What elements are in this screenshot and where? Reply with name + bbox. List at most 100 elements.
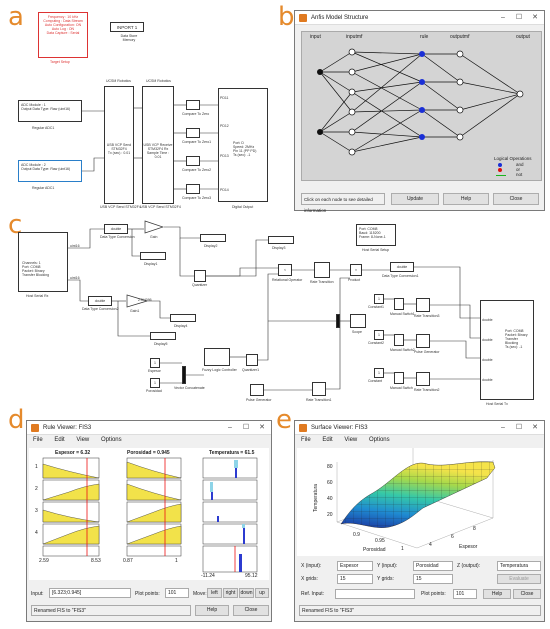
vector-concatenate-block[interactable] — [182, 366, 186, 384]
inport-block[interactable]: INPORT 1 — [110, 22, 144, 32]
y-grids-field[interactable]: 15 — [413, 574, 453, 584]
move-left-button[interactable]: left — [207, 588, 222, 598]
compare-to-zero-block[interactable] — [186, 128, 200, 138]
close-button[interactable]: Close — [233, 605, 269, 616]
display-block[interactable] — [170, 314, 196, 322]
rate-transition-block[interactable] — [416, 372, 430, 386]
menu-options[interactable]: Options — [368, 437, 390, 443]
compare-to-zero-block[interactable] — [186, 156, 200, 166]
rate-transition-block[interactable] — [416, 334, 430, 348]
relational-operator-block[interactable]: < — [278, 264, 292, 276]
manual-switch-block[interactable] — [394, 372, 404, 384]
minimize-icon[interactable]: – — [228, 424, 232, 431]
maximize-icon[interactable]: ☐ — [515, 424, 523, 431]
fuzzy-logic-controller-block[interactable] — [204, 348, 230, 366]
usb-vcp-receive-block[interactable]: USB VCP Receive STM32F4 Rx Sample Time :… — [142, 86, 174, 204]
display-block[interactable] — [140, 252, 166, 260]
window-title-bar: Surface Viewer: FIS3 – ☐ ✕ — [295, 421, 544, 435]
x-input-select[interactable]: Espesor — [337, 561, 373, 571]
help-button[interactable]: Help — [195, 605, 229, 616]
menu-view[interactable]: View — [344, 437, 358, 443]
logical-operations-legend: Logical Operations and or not — [494, 156, 538, 180]
usb-vcp-send-block[interactable]: USB VCP Send STM32F4 Tx (sec) : 0.01 — [104, 86, 134, 204]
z-output-select[interactable]: Temperatura — [497, 561, 541, 571]
gain-triangle-icon[interactable] — [126, 294, 148, 308]
close-icon[interactable]: ✕ — [532, 424, 538, 431]
host-serial-rx-block[interactable]: Channels: 1 Port: COM8 Packet: Binary Tr… — [18, 232, 68, 292]
input-field[interactable]: [6.323;0.945] — [49, 588, 131, 598]
menu-file[interactable]: File — [33, 437, 43, 443]
rate-transition-block[interactable] — [416, 298, 430, 312]
display-block[interactable] — [200, 234, 226, 242]
update-button[interactable]: Update — [391, 193, 439, 205]
scope-block[interactable] — [350, 314, 366, 328]
input-node — [317, 69, 323, 75]
minimize-icon[interactable]: – — [501, 14, 505, 21]
data-type-conversion-block[interactable]: double — [104, 224, 128, 234]
move-up-button[interactable]: up — [255, 588, 269, 598]
quantizer-block[interactable] — [194, 270, 206, 282]
close-button[interactable]: Close — [493, 193, 539, 205]
panel-label-d: d — [8, 405, 25, 435]
close-icon[interactable]: ✕ — [259, 424, 265, 431]
block-caption: Manual Switch1 — [390, 312, 415, 316]
data-type-conversion-block[interactable]: double — [390, 262, 414, 272]
move-right-button[interactable]: right — [223, 588, 238, 598]
x-grids-field[interactable]: 15 — [337, 574, 373, 584]
z-tick: 80 — [327, 464, 333, 470]
menu-edit[interactable]: Edit — [322, 437, 333, 443]
minimize-icon[interactable]: – — [501, 424, 505, 431]
display-block[interactable] — [150, 332, 176, 340]
move-down-button[interactable]: down — [239, 588, 254, 598]
y-input-select[interactable]: Porosidad — [413, 561, 453, 571]
help-button[interactable]: Help — [443, 193, 489, 205]
evaluate-button[interactable]: Evaluate — [497, 574, 541, 584]
network-canvas[interactable]: input inputmf rule outputmf output — [301, 31, 542, 181]
maximize-icon[interactable]: ☐ — [242, 424, 250, 431]
host-serial-setup-block[interactable]: Port: COM8 Baud: 115200 Frame: 8-None-1 — [356, 224, 396, 246]
close-button[interactable]: Close — [513, 589, 541, 599]
port-label: double — [482, 358, 493, 362]
help-button[interactable]: Help — [483, 589, 511, 599]
surface-plot-area[interactable]: Temperatura 80 60 40 20 0.9 0.95 1 Poros… — [297, 448, 543, 556]
rate-transition-block[interactable] — [314, 262, 330, 278]
espesor-header: Espesor = 6.32 — [55, 450, 91, 456]
legend-not: not — [516, 172, 523, 177]
plot-points-field[interactable]: 101 — [453, 589, 477, 599]
plot-points-field[interactable]: 101 — [165, 588, 189, 598]
gain-triangle-icon[interactable] — [144, 220, 164, 234]
espesor-constant[interactable]: 1 — [150, 358, 160, 368]
mux-block[interactable] — [336, 314, 340, 328]
menu-view[interactable]: View — [76, 437, 90, 443]
close-icon[interactable]: ✕ — [532, 14, 538, 21]
porosidad-constant[interactable]: 1 — [150, 378, 160, 388]
ref-input-field[interactable] — [335, 589, 415, 599]
data-type-conversion-block[interactable]: double — [88, 296, 112, 306]
compare-to-zero-block[interactable] — [186, 184, 200, 194]
constant-block[interactable]: 1 — [374, 368, 384, 378]
constant-block[interactable]: 1 — [374, 294, 384, 304]
host-serial-tx-block[interactable]: Port: COM8 Packet: Binary Transfer Block… — [480, 300, 534, 400]
digital-output-block[interactable]: Port: D Speed: 2MHz Pin 11 (PP PD) Ts (s… — [218, 88, 268, 202]
pulse-generator-block[interactable] — [250, 384, 264, 396]
inputmf-node — [348, 148, 356, 156]
rule-plot-area[interactable]: Espesor = 6.32 Porosidad = 0.945 Tempera… — [29, 448, 269, 580]
manual-switch-block[interactable] — [394, 298, 404, 310]
adc-module-1-block[interactable]: ADC Module : 1 Output Data Type: Raw (ui… — [18, 100, 82, 122]
rate-transition-block[interactable] — [312, 382, 326, 396]
block-caption: Product — [348, 278, 361, 282]
y-tick: 8 — [473, 526, 476, 532]
quantizer-block[interactable] — [246, 354, 258, 366]
menu-options[interactable]: Options — [100, 437, 122, 443]
tx-line: Packet: Binary — [505, 333, 528, 338]
menu-file[interactable]: File — [301, 437, 311, 443]
manual-switch-block[interactable] — [394, 334, 404, 346]
target-setup-block[interactable]: Frequency : 10 kHz Computing : Data Stre… — [38, 12, 88, 58]
menu-edit[interactable]: Edit — [54, 437, 65, 443]
display-block[interactable] — [268, 236, 294, 244]
constant-block[interactable]: 1 — [374, 330, 384, 340]
compare-to-zero-block[interactable] — [186, 100, 200, 110]
adc-module-2-block[interactable]: ADC Module : 2 Output Data Type: Raw (ui… — [18, 160, 82, 182]
maximize-icon[interactable]: ☐ — [515, 14, 523, 21]
product-block[interactable]: × — [350, 264, 362, 276]
